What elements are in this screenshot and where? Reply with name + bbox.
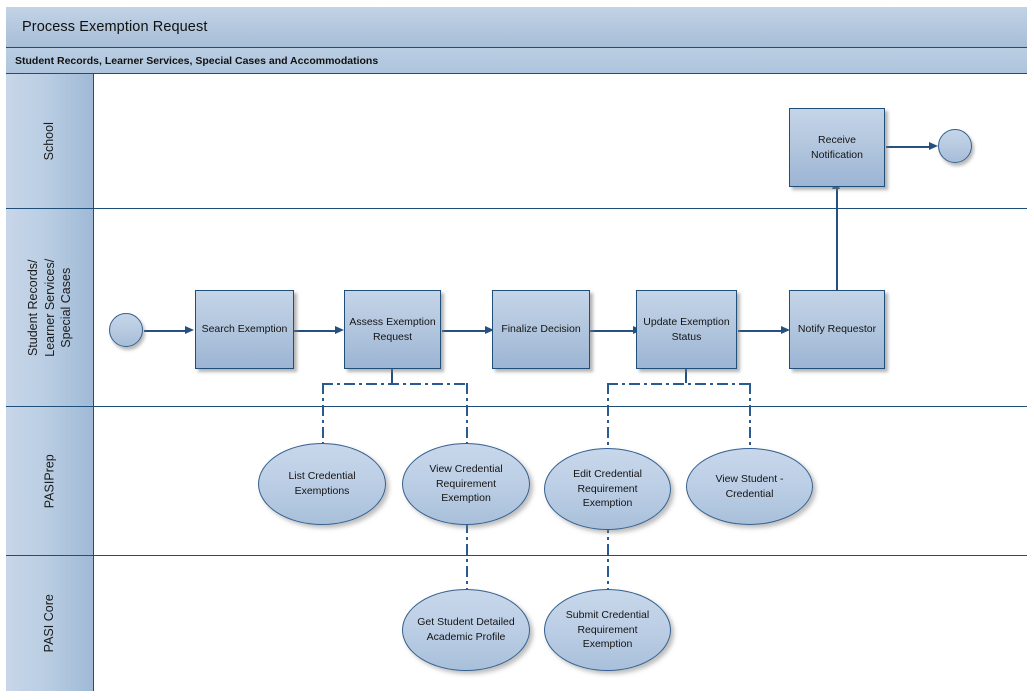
flow-search-to-assess	[294, 330, 336, 332]
service-label: View Student - Credential	[715, 472, 784, 500]
lane-label-records: Student Records/ Learner Services/ Speci…	[25, 258, 73, 357]
flow-arrow-assess-to-finalize	[485, 325, 494, 334]
task-finalize-decision[interactable]: Finalize Decision	[492, 290, 590, 369]
lane-body-school	[94, 74, 1027, 208]
task-search-exemption[interactable]: Search Exemption	[195, 290, 294, 369]
flow-arrow-search-to-assess	[335, 325, 344, 334]
lane-label-pasiprep: PASIPrep	[42, 454, 57, 508]
task-receive-notification[interactable]: Receive Notification	[789, 108, 885, 187]
assoc-update-to-view-student-credential	[749, 383, 751, 455]
task-label: Search Exemption	[201, 323, 288, 336]
flow-notify-to-receive	[836, 187, 838, 290]
service-label: List Credential Exemptions	[288, 470, 356, 497]
flow-arrow-receive-to-end	[929, 141, 938, 150]
lane-header-pasicore: PASI Core	[6, 556, 94, 691]
lane-header-pasiprep: PASIPrep	[6, 407, 94, 555]
assoc-bracket-assess	[322, 383, 467, 385]
service-label: Get Student Detailed Academic Profile	[417, 616, 515, 643]
flow-finalize-to-update	[590, 330, 634, 332]
service-label: View Credential Requirement Exemption	[429, 462, 503, 505]
service-view-credential-requirement-exemption[interactable]: View Credential Requirement Exemption	[402, 443, 530, 525]
task-label: Notify Requestor	[797, 323, 877, 336]
assoc-edit-credential-to-submit-credential	[607, 522, 609, 592]
start-event[interactable]	[109, 313, 143, 347]
assoc-stem-assess	[391, 367, 393, 383]
flow-arrow-start-to-search	[185, 325, 194, 334]
flow-assess-to-finalize	[442, 330, 486, 332]
assoc-assess-to-list-credential-exemptions	[322, 383, 324, 455]
service-label: Submit Credential Requirement Exemption	[565, 608, 650, 651]
task-label: Receive Notification	[811, 134, 863, 161]
lane-header-school: School	[6, 74, 94, 208]
flow-start-to-search	[144, 330, 186, 332]
flow-update-to-notify	[738, 330, 782, 332]
assoc-assess-to-view-credential-requirement-exemption	[466, 383, 468, 455]
task-update-exemption-status[interactable]: Update Exemption Status	[636, 290, 737, 369]
service-get-student-detailed-academic-profile[interactable]: Get Student Detailed Academic Profile	[402, 589, 530, 671]
diagram-subtitle-bar: Student Records, Learner Services, Speci…	[6, 48, 1027, 74]
task-notify-requestor[interactable]: Notify Requestor	[789, 290, 885, 369]
assoc-update-to-edit-credential-requirement-exemption	[607, 383, 609, 455]
page-title: Process Exemption Request	[22, 19, 208, 35]
service-list-credential-exemptions[interactable]: List Credential Exemptions	[258, 443, 386, 525]
service-label: Edit Credential Requirement Exemption	[573, 467, 642, 510]
service-edit-credential-requirement-exemption[interactable]: Edit Credential Requirement Exemption	[544, 448, 671, 530]
lane-label-pasicore: PASI Core	[42, 594, 57, 653]
service-view-student-credential[interactable]: View Student - Credential	[686, 448, 813, 525]
assoc-view-credential-to-get-student-profile	[466, 522, 468, 592]
flow-arrow-update-to-notify	[781, 325, 790, 334]
assoc-bracket-update	[607, 383, 750, 385]
service-submit-credential-requirement-exemption[interactable]: Submit Credential Requirement Exemption	[544, 589, 671, 671]
lane-label-school: School	[42, 121, 57, 161]
diagram-title-bar: Process Exemption Request	[6, 7, 1027, 48]
assoc-stem-update	[685, 367, 687, 383]
end-event[interactable]	[938, 129, 972, 163]
task-label: Assess Exemption Request	[349, 316, 436, 343]
page-subtitle: Student Records, Learner Services, Speci…	[15, 54, 379, 67]
flow-receive-to-end	[886, 146, 930, 148]
task-assess-exemption-request[interactable]: Assess Exemption Request	[344, 290, 441, 369]
task-label: Finalize Decision	[501, 323, 581, 336]
task-label: Update Exemption Status	[643, 316, 730, 343]
lane-header-records: Student Records/ Learner Services/ Speci…	[6, 209, 94, 406]
